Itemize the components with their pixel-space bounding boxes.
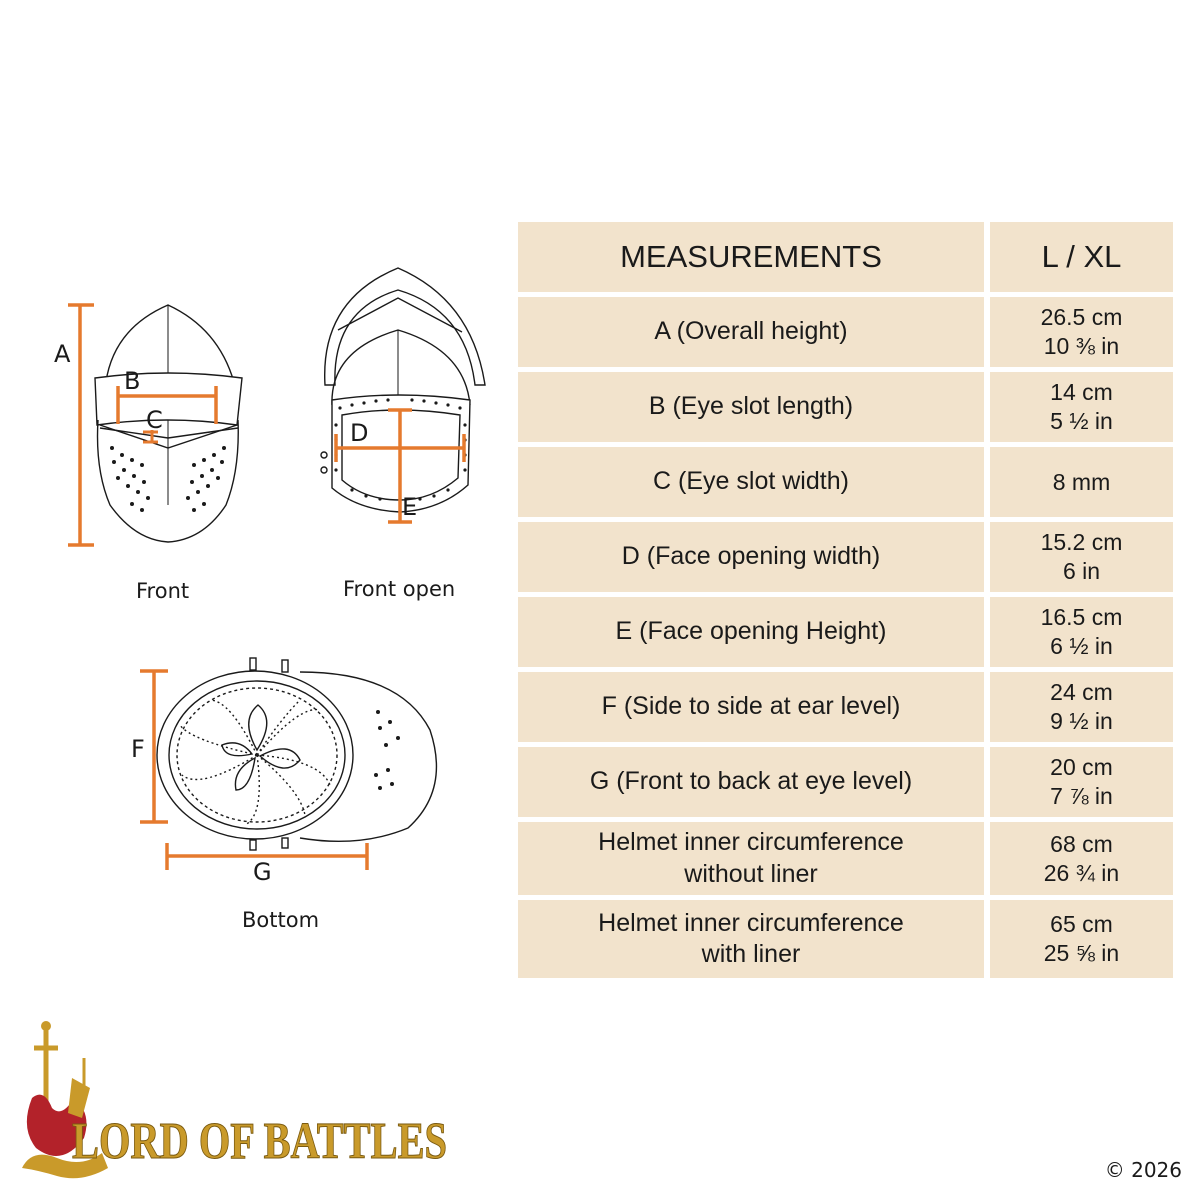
measure-f xyxy=(140,669,168,824)
measurement-value-line: 9 ½ in xyxy=(1050,708,1113,734)
label-a: A xyxy=(54,340,71,368)
measurement-value-line: 25 ⅝ in xyxy=(1043,940,1120,966)
measurement-value: 8 mm xyxy=(990,447,1173,517)
measurement-name: G (Front to back at eye level) xyxy=(518,747,984,817)
measurement-value-line: 26 ¾ in xyxy=(1043,859,1120,886)
measurement-name: F (Side to side at ear level) xyxy=(518,672,984,742)
measure-c xyxy=(143,430,158,444)
front-view xyxy=(94,304,243,543)
copyright: © 2026 xyxy=(1104,1158,1182,1182)
measurement-name: Helmet inner circumference with liner xyxy=(518,900,984,978)
measurement-value-line: 7 ⅞ in xyxy=(1050,783,1113,809)
measurement-name: D (Face opening width) xyxy=(518,522,984,592)
measurement-value-line: 20 cm xyxy=(1050,754,1113,781)
measurement-value-line: 6 ½ in xyxy=(1050,633,1113,659)
measurement-name-line: D (Face opening width) xyxy=(621,542,881,571)
measure-e xyxy=(388,408,412,524)
label-c: C xyxy=(146,406,163,434)
measurement-value-line: 16.5 cm xyxy=(1040,604,1123,631)
measurement-name: A (Overall height) xyxy=(518,297,984,367)
knight-emblem-icon xyxy=(22,1021,108,1179)
header-size: L / XL xyxy=(990,222,1173,292)
measurement-name-line: A (Overall height) xyxy=(654,317,848,346)
measurement-value-line: 8 mm xyxy=(1052,468,1111,495)
measurements-table: MEASUREMENTS L / XL A (Overall height) 26… xyxy=(518,222,1173,978)
front-open-view xyxy=(320,267,486,513)
label-g: G xyxy=(253,858,272,886)
measurement-name-line: E (Face opening Height) xyxy=(615,617,887,646)
measure-g xyxy=(165,843,369,870)
measurement-value-line: 68 cm xyxy=(1050,830,1113,857)
measurement-value-line: 65 cm xyxy=(1050,911,1113,938)
measurement-name-line: Helmet inner circumference xyxy=(598,828,904,857)
measurement-value-line: 26.5 cm xyxy=(1040,304,1123,331)
measurement-value-line: 6 in xyxy=(1062,558,1101,584)
lord-of-battles-logo: LORD OF BATTLES xyxy=(22,1021,448,1179)
measurement-name-line: F (Side to side at ear level) xyxy=(601,692,901,721)
label-b: B xyxy=(124,367,140,395)
measurement-name-line: without liner xyxy=(684,859,818,888)
label-d: D xyxy=(350,419,368,447)
measurement-name: E (Face opening Height) xyxy=(518,597,984,667)
measurement-name-line: B (Eye slot length) xyxy=(648,392,854,421)
measurement-value-line: 15.2 cm xyxy=(1040,529,1123,556)
label-e: E xyxy=(402,493,417,521)
bottom-view xyxy=(156,657,438,851)
helmet-diagrams: A B C D E xyxy=(54,267,486,886)
measure-a xyxy=(68,303,94,547)
caption-bottom: Bottom xyxy=(242,908,320,932)
label-f: F xyxy=(131,735,145,763)
measurement-value-line: 24 cm xyxy=(1050,679,1113,706)
measurement-name-line: with liner xyxy=(701,940,801,968)
measurement-value-line: 10 ⅜ in xyxy=(1043,333,1120,359)
brand-name: LORD OF BATTLES xyxy=(72,1113,447,1170)
measurement-name: B (Eye slot length) xyxy=(518,372,984,442)
measurement-name: C (Eye slot width) xyxy=(518,447,984,517)
measure-b xyxy=(116,386,218,424)
measurement-name-line: G (Front to back at eye level) xyxy=(589,767,913,796)
measurement-value-line: 14 cm xyxy=(1050,379,1113,406)
measurement-name-line: Helmet inner circumference xyxy=(598,908,904,937)
header-measurements: MEASUREMENTS xyxy=(518,222,984,292)
measurement-value-line: 5 ½ in xyxy=(1050,408,1113,434)
caption-front-open: Front open xyxy=(343,577,456,601)
caption-front: Front xyxy=(136,579,190,603)
measurement-name-line: C (Eye slot width) xyxy=(653,467,849,496)
